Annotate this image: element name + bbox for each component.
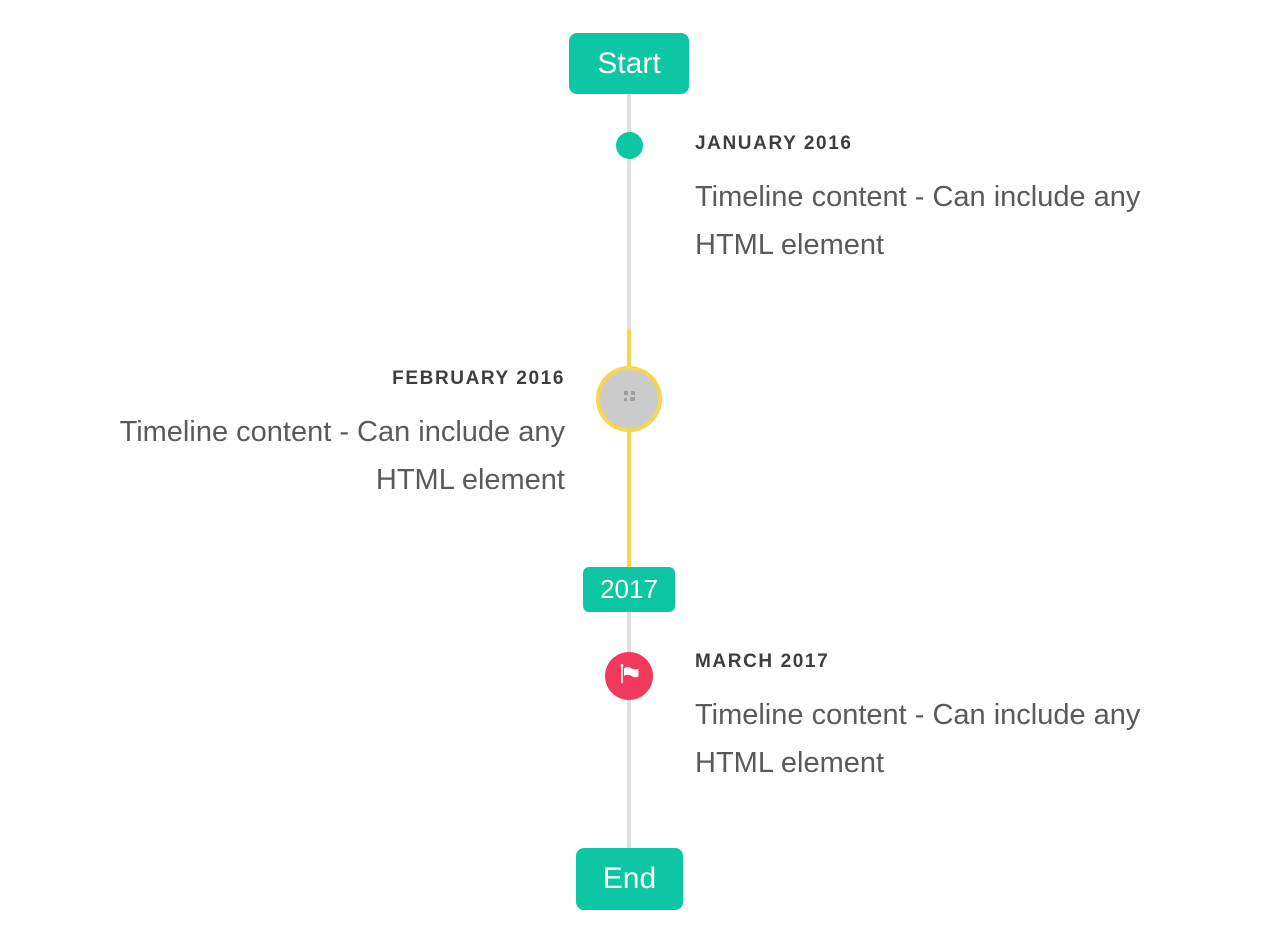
timeline-item: JANUARY 2016 Timeline content - Can incl… <box>695 133 1220 269</box>
end-badge-label: End <box>602 862 657 895</box>
item-period: JANUARY 2016 <box>695 133 853 154</box>
item-content: Timeline content - Can include any HTML … <box>695 699 1141 779</box>
item-period: FEBRUARY 2016 <box>392 368 565 389</box>
item-period: MARCH 2017 <box>695 651 830 672</box>
start-badge-label: Start <box>597 46 661 80</box>
timeline-line-highlight <box>627 330 631 567</box>
flag-icon <box>617 662 641 691</box>
year-badge: 2017 <box>583 567 675 612</box>
flag-marker[interactable] <box>605 652 653 700</box>
timeline-item: FEBRUARY 2016 Timeline content - Can inc… <box>40 368 565 504</box>
item-content: Timeline content - Can include any HTML … <box>119 416 565 496</box>
timeline-item: MARCH 2017 Timeline content - Can includ… <box>695 651 1220 787</box>
year-badge-label: 2017 <box>600 574 658 604</box>
start-badge: Start <box>569 33 689 94</box>
item-content: Timeline content - Can include any HTML … <box>695 181 1141 261</box>
end-badge: End <box>576 848 683 910</box>
broken-image-icon <box>621 389 638 409</box>
dot-marker[interactable] <box>616 132 643 159</box>
image-marker[interactable] <box>596 366 662 432</box>
